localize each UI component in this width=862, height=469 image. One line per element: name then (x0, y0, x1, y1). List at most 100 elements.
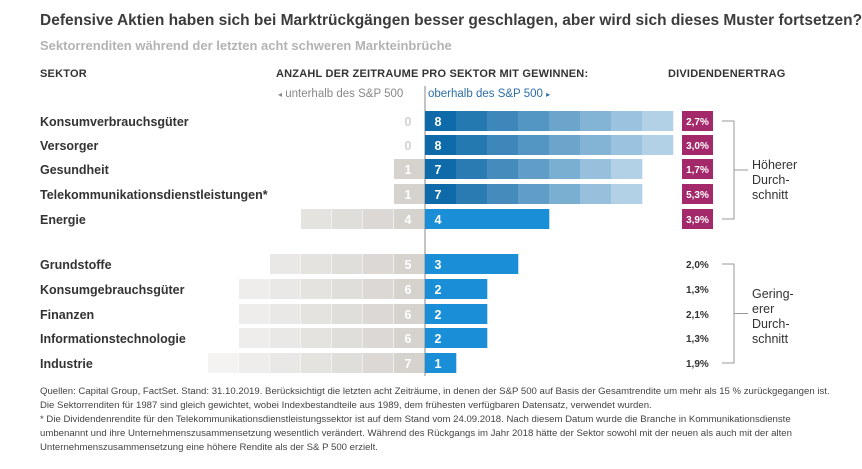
chart-title: Defensive Aktien haben sich bei Marktrüc… (40, 12, 862, 29)
below-bar-segment (301, 209, 332, 229)
above-bar-segment (518, 184, 550, 204)
dividend-value: 2,7% (686, 117, 709, 128)
category-label: Finanzen (40, 308, 94, 322)
count-header: ANZAHL DER ZEITRAUME PRO SEKTOR MIT GEWI… (276, 68, 589, 80)
arrow-left-icon: ◂ (278, 90, 283, 99)
above-bar-segment (456, 254, 488, 274)
below-bar-segment (301, 254, 332, 274)
above-direction-label: oberhalb des S&P 500 ▸ (428, 88, 550, 100)
below-bar-segment (332, 209, 363, 229)
above-bar-segment (425, 328, 457, 348)
category-label: Grundstoffe (40, 258, 112, 272)
above-bar-segment (487, 135, 519, 155)
above-value-label: 8 (435, 139, 442, 153)
dividend-badge (682, 111, 713, 131)
above-bar-segment (549, 135, 581, 155)
above-bar-segment (580, 135, 612, 155)
above-bar-segment (425, 209, 457, 229)
below-value-label: 7 (405, 357, 412, 371)
below-value-label: 6 (405, 283, 412, 297)
category-label: Informationstechnologie (40, 332, 186, 346)
below-bar-segment (363, 304, 394, 324)
chart-subtitle: Sektorrenditen während der letzten acht … (40, 38, 452, 53)
below-bar-segment (363, 353, 394, 373)
below-direction-text: unterhalb des S&P 500 (285, 88, 404, 100)
below-bar-segment (208, 353, 239, 373)
category-label: Telekommunikationsdienstleistungen* (40, 188, 268, 202)
below-direction-label: ◂ unterhalb des S&P 500 (278, 88, 403, 100)
below-bar-segment (301, 328, 332, 348)
above-bar-segment (425, 111, 457, 131)
dividend-value: 1,7% (686, 165, 709, 176)
above-bar-segment (518, 209, 550, 229)
below-value-label: 5 (405, 258, 412, 272)
arrow-right-icon: ▸ (546, 90, 551, 99)
below-bar-segment (332, 353, 363, 373)
dividend-badge (682, 159, 713, 179)
below-value-label: 1 (405, 163, 412, 177)
bracket-lower (722, 263, 735, 364)
above-bar-segment (456, 209, 488, 229)
category-label: Konsumverbrauchsgüter (40, 115, 189, 129)
above-bar-segment (456, 135, 488, 155)
dividend-value: 5,3% (686, 190, 709, 201)
category-label: Industrie (40, 357, 93, 371)
below-bar-segment (394, 353, 425, 373)
above-value-label: 7 (435, 188, 442, 202)
above-bar-segment (642, 135, 674, 155)
above-bar-segment (456, 328, 488, 348)
below-bar-segment (332, 279, 363, 299)
group-lower-line: schnitt (752, 332, 789, 346)
above-bar-segment (611, 159, 643, 179)
dividend-value: 2,1% (686, 310, 709, 321)
below-bar-segment (394, 159, 425, 179)
below-bar-segment (270, 328, 301, 348)
category-label: Konsumgebrauchsgüter (40, 283, 185, 297)
below-bar-segment (239, 353, 270, 373)
group-higher-line: schnitt (752, 188, 789, 202)
above-value-label: 3 (435, 258, 442, 272)
group-label-higher: Höherer Durch- schnitt (752, 158, 797, 203)
above-bar-segment (456, 304, 488, 324)
above-value-label: 8 (435, 115, 442, 129)
below-bar-segment (332, 254, 363, 274)
above-direction-text: oberhalb des S&P 500 (428, 88, 543, 100)
below-bar-segment (301, 304, 332, 324)
below-bar-segment (394, 209, 425, 229)
dividend-value: 3,9% (686, 215, 709, 226)
below-bar-segment (270, 304, 301, 324)
below-bar-segment (270, 353, 301, 373)
above-bar-segment (487, 184, 519, 204)
group-lower-line: Durch- (752, 317, 790, 331)
above-bar-segment (549, 159, 581, 179)
above-bar-segment (611, 111, 643, 131)
footnote-sources: Quellen: Capital Group, FactSet. Stand: … (40, 386, 830, 411)
above-bar-segment (425, 254, 457, 274)
above-bar-segment (487, 111, 519, 131)
below-bar-segment (270, 254, 301, 274)
above-bar-segment (518, 111, 550, 131)
dividend-value: 1,9% (686, 359, 709, 370)
above-value-label: 2 (435, 332, 442, 346)
above-bar-segment (580, 111, 612, 131)
category-label: Gesundheit (40, 163, 110, 177)
dividend-value: 2,0% (686, 260, 709, 271)
group-higher-line: Durch- (752, 173, 790, 187)
dividend-badge (682, 135, 713, 155)
below-bar-segment (394, 328, 425, 348)
below-bar-segment (239, 328, 270, 348)
below-bar-segment (394, 279, 425, 299)
above-bar-segment (425, 304, 457, 324)
below-bar-segment (394, 254, 425, 274)
below-value-label: 0 (405, 115, 412, 129)
below-bar-segment (332, 328, 363, 348)
above-bar-segment (642, 111, 674, 131)
below-value-label: 1 (405, 188, 412, 202)
above-bar-segment (425, 135, 457, 155)
below-bar-segment (363, 209, 394, 229)
below-bar-segment (394, 184, 425, 204)
below-bar-segment (332, 304, 363, 324)
above-bar-segment (456, 111, 488, 131)
above-bar-segment (611, 135, 643, 155)
